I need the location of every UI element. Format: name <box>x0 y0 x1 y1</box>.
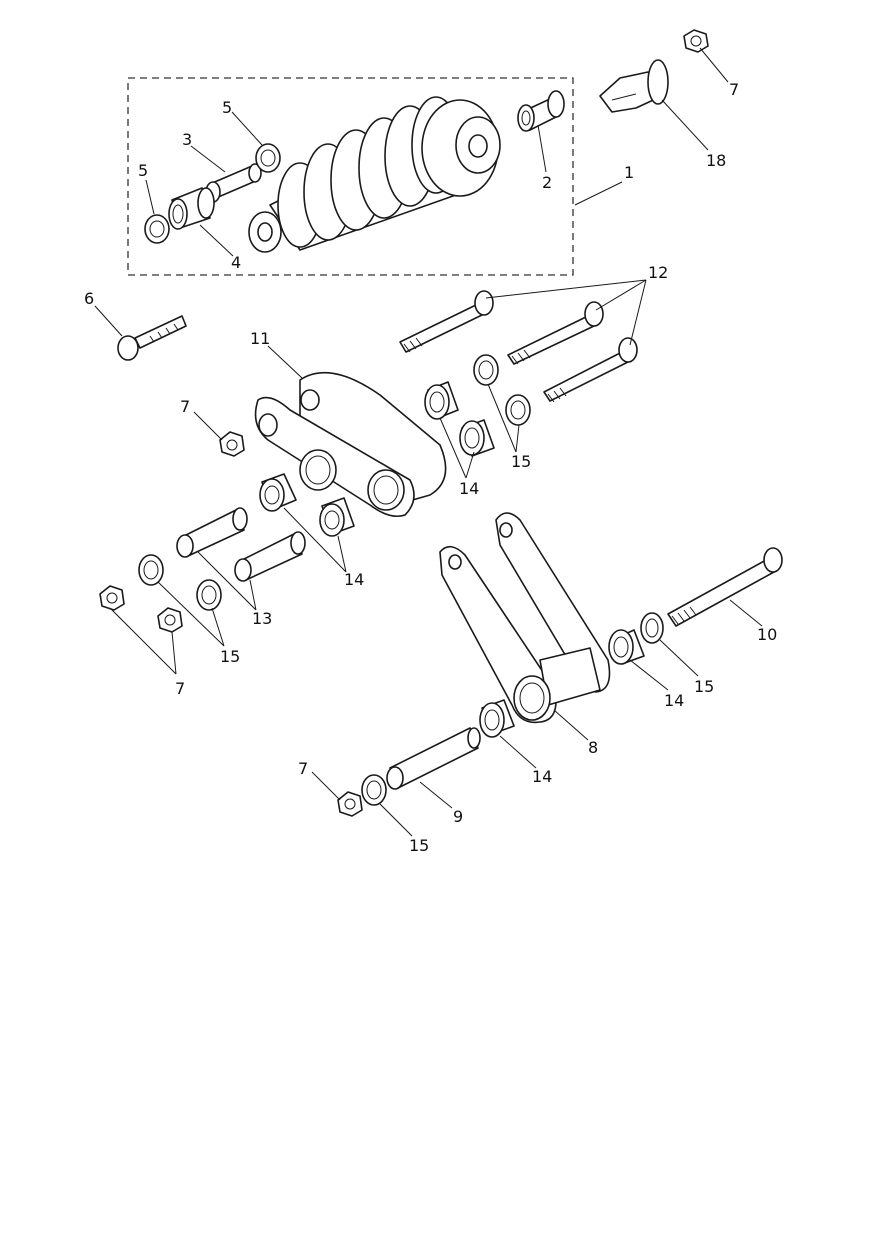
callout-1: 1 <box>624 163 634 182</box>
nut-part-7-top <box>683 29 709 53</box>
callout-7-left: 7 <box>175 679 185 698</box>
bush-part-4 <box>168 187 215 230</box>
tie-rod-part-8 <box>439 512 611 724</box>
callout-2: 2 <box>542 173 552 192</box>
callout-14-upper: 14 <box>459 479 479 498</box>
bolt-part-12-a <box>399 290 494 353</box>
bolt-part-12-b <box>507 301 604 365</box>
bush-part-2 <box>517 90 565 132</box>
callout-6: 6 <box>84 289 94 308</box>
leader-lines <box>94 47 763 837</box>
callout-8: 8 <box>588 738 598 757</box>
callout-15-left: 15 <box>220 647 240 666</box>
linkage-plate-part-11 <box>254 372 447 518</box>
bush-part-14-upper-b <box>459 419 495 457</box>
washer-part-5-upper <box>255 143 281 173</box>
bush-part-14-right <box>608 629 645 665</box>
bush-part-14-upper-a <box>424 381 459 420</box>
nut-part-7-lower <box>337 791 363 817</box>
bolt-part-10 <box>667 547 783 627</box>
washer-part-15-right <box>640 612 664 644</box>
bush-part-14-mid-b <box>319 497 355 537</box>
callout-5-lower: 5 <box>138 161 148 180</box>
sleeve-part-3 <box>205 163 262 203</box>
callout-5-upper: 5 <box>222 98 232 117</box>
sleeve-part-13-a <box>176 507 248 558</box>
washer-part-15-lower <box>361 774 387 806</box>
callout-9: 9 <box>453 807 463 826</box>
callout-14-right: 14 <box>664 691 684 710</box>
callout-10: 10 <box>757 625 777 644</box>
washer-part-15-upper-b <box>505 394 531 426</box>
callout-14-mid: 14 <box>344 570 364 589</box>
rear-shock-absorber <box>248 96 501 253</box>
washer-part-5-lower <box>144 214 170 244</box>
callout-13: 13 <box>252 609 272 628</box>
callout-11: 11 <box>250 329 270 348</box>
clip-part-18 <box>599 59 669 113</box>
callout-7-lower: 7 <box>298 759 308 778</box>
washer-part-15-left-a <box>138 554 164 586</box>
bolt-part-12-c <box>543 337 638 403</box>
callout-12: 12 <box>648 263 668 282</box>
callout-15-right: 15 <box>694 677 714 696</box>
nut-part-7-left-b <box>157 607 183 633</box>
callout-14-lower: 14 <box>532 767 552 786</box>
callout-labels: 1 2 3 4 5 5 7 18 12 6 11 7 14 15 14 13 1… <box>84 80 777 855</box>
callout-7-mid: 7 <box>180 397 190 416</box>
callout-4: 4 <box>231 253 241 272</box>
bush-part-14-lower <box>479 699 515 738</box>
callout-18: 18 <box>706 151 726 170</box>
callout-15-lower: 15 <box>409 836 429 855</box>
sleeve-part-13-b <box>234 531 306 582</box>
washer-part-15-upper-a <box>473 354 499 386</box>
sleeve-part-9 <box>386 727 481 790</box>
assembly-boundary-box <box>127 77 574 276</box>
callout-7-top: 7 <box>729 80 739 99</box>
bush-part-14-mid-a <box>259 473 297 512</box>
callout-3: 3 <box>182 130 192 149</box>
washer-part-15-left-b <box>196 579 222 611</box>
nut-part-7-mid <box>219 431 245 457</box>
nut-part-7-left-a <box>99 585 125 611</box>
callout-15-upper: 15 <box>511 452 531 471</box>
bolt-part-6 <box>117 315 187 361</box>
